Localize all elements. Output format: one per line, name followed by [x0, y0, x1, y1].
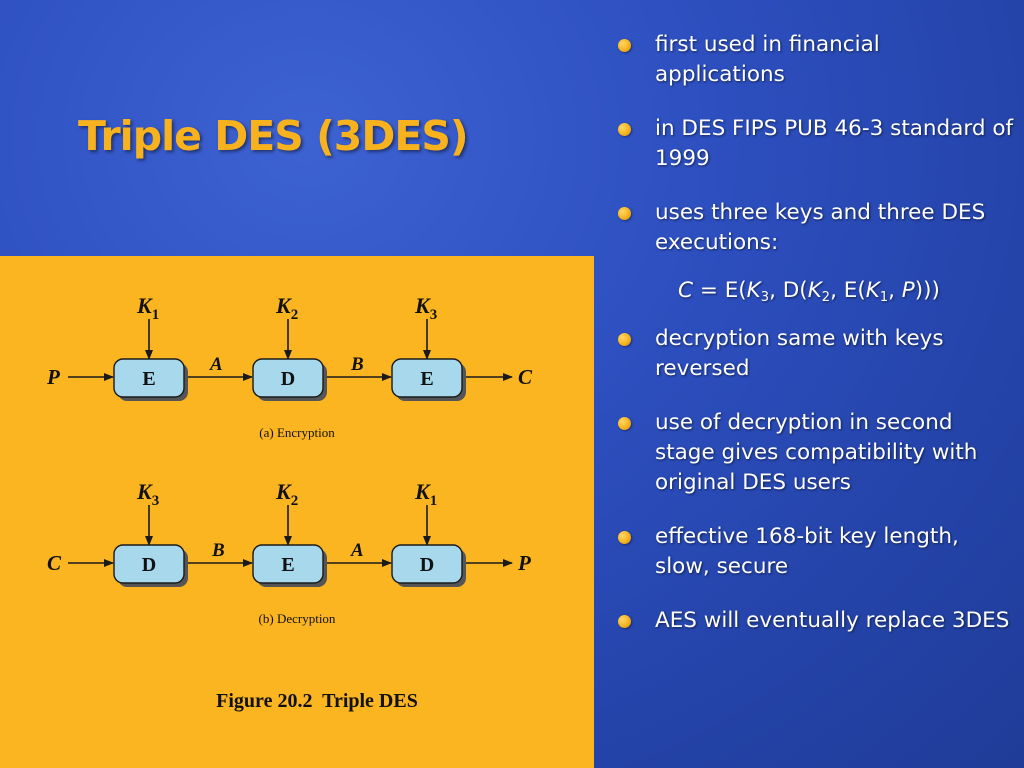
bullet-dot-icon	[618, 531, 631, 544]
bullet-dot-icon	[618, 123, 631, 136]
bullet-item: in DES FIPS PUB 46-3 standard of 1999	[618, 114, 1016, 174]
dec-box-label-1: D	[142, 554, 156, 576]
bullet-text: AES will eventually replace 3DES	[655, 608, 1010, 633]
enc-key-1: K1	[136, 293, 159, 323]
bullet-item: effective 168-bit key length, slow, secu…	[618, 522, 1016, 582]
formula-part: , D(	[769, 278, 808, 303]
bullet-dot-icon	[618, 39, 631, 52]
enc-key-2: K2	[275, 293, 298, 323]
formula-lhs: C	[678, 278, 694, 303]
formula-part: P	[901, 278, 915, 303]
figure-panel: E D E K1 K2 K3 P C A B (a) Encryption	[0, 256, 594, 768]
formula-part: 1	[879, 290, 889, 305]
dec-link-label-2: A	[350, 540, 364, 561]
enc-box-1	[113, 358, 185, 398]
bullet-item: first used in financial applications	[618, 30, 1016, 90]
formula-part: )))	[914, 278, 940, 303]
bullet-text: effective 168-bit key length, slow, secu…	[655, 524, 959, 579]
formula-part: K	[865, 278, 880, 303]
enc-box-label-2: D	[281, 368, 295, 390]
dec-key-1: K3	[136, 479, 159, 509]
enc-input-label: P	[46, 365, 60, 389]
enc-link-label-1: A	[209, 354, 223, 375]
bullet-item: use of decryption in second stage gives …	[618, 408, 1016, 498]
enc-box-3	[391, 358, 463, 398]
dec-box-3	[391, 544, 463, 584]
triple-des-diagram: E D E K1 K2 K3 P C A B (a) Encryption	[46, 293, 533, 712]
dec-key-2: K2	[275, 479, 298, 509]
enc-caption: (a) Encryption	[259, 425, 335, 440]
bullet-item: uses three keys and three DES executions…	[618, 198, 1016, 258]
bullet-text: in DES FIPS PUB 46-3 standard of 1999	[655, 116, 1014, 171]
enc-output-label: C	[518, 365, 533, 389]
enc-key-3: K3	[414, 293, 437, 323]
bullet-text: decryption same with keys reversed	[655, 326, 944, 381]
dec-box-2	[252, 544, 324, 584]
dec-link-label-1: B	[211, 540, 225, 561]
formula-part: ,	[888, 278, 902, 303]
formula-part: 2	[821, 290, 831, 305]
dec-output-label: P	[517, 551, 531, 575]
formula-part: K	[807, 278, 822, 303]
bullet-dot-icon	[618, 333, 631, 346]
dec-input-label: C	[47, 551, 62, 575]
decryption-diagram: D E D K3 K2 K1 C P B A (b) Decryption	[47, 479, 531, 626]
bullet-item: AES will eventually replace 3DES	[618, 606, 1016, 636]
formula-part: = E(	[693, 278, 747, 303]
slide-title: Triple DES (3DES)	[78, 112, 469, 160]
dec-box-1	[113, 544, 185, 584]
bullet-dot-icon	[618, 417, 631, 430]
bullet-dot-icon	[618, 615, 631, 628]
bullet-list: first used in financial applications in …	[618, 30, 1016, 660]
bullet-item: decryption same with keys reversed	[618, 324, 1016, 384]
bullet-text: uses three keys and three DES executions…	[655, 200, 986, 255]
encryption-diagram: E D E K1 K2 K3 P C A B (a) Encryption	[46, 293, 533, 440]
figure-caption: Figure 20.2 Triple DES	[216, 690, 418, 712]
bullet-dot-icon	[618, 207, 631, 220]
bullet-text: first used in financial applications	[655, 32, 880, 87]
bullet-text: use of decryption in second stage gives …	[655, 410, 978, 495]
dec-caption: (b) Decryption	[259, 611, 336, 626]
formula-part: , E(	[830, 278, 866, 303]
enc-box-label-1: E	[142, 368, 155, 390]
enc-box-label-3: E	[420, 368, 433, 390]
formula-part: 3	[760, 290, 770, 305]
enc-box-2	[252, 358, 324, 398]
dec-box-label-3: D	[420, 554, 434, 576]
dec-box-label-2: E	[281, 554, 294, 576]
formula-part: K	[746, 278, 761, 303]
enc-link-label-2: B	[350, 354, 364, 375]
dec-key-3: K1	[414, 479, 437, 509]
formula-line: C = E(K3, D(K2, E(K1, P)))	[618, 276, 1016, 306]
